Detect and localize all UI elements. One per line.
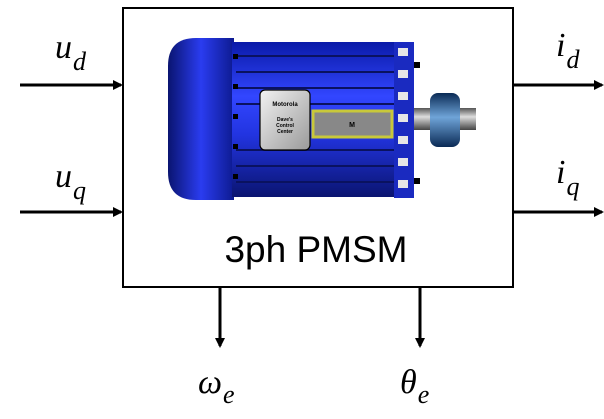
motor-nameplate [311,109,394,139]
motor-label-plate [259,89,311,151]
label-uq: uq [55,158,86,205]
motor-coupling [430,93,460,147]
motor-brand-label: Motorola [272,102,298,108]
motor-label-line1: Dave's [277,117,293,123]
label-omega-e: ωe [198,364,235,409]
motor-label-line3: Center [277,129,293,135]
motor-nameplate-text: M [349,122,355,129]
motor-illustration: Motorola Dave's Control Center M [168,38,476,200]
label-id: id [556,27,580,74]
label-ud: ud [55,29,87,76]
motor-end-cap [168,38,234,200]
label-iq: iq [556,154,579,201]
motor-label-line2: Control [276,123,294,129]
block-caption: 3ph PMSM [224,229,407,270]
label-theta-e: θe [400,364,429,409]
